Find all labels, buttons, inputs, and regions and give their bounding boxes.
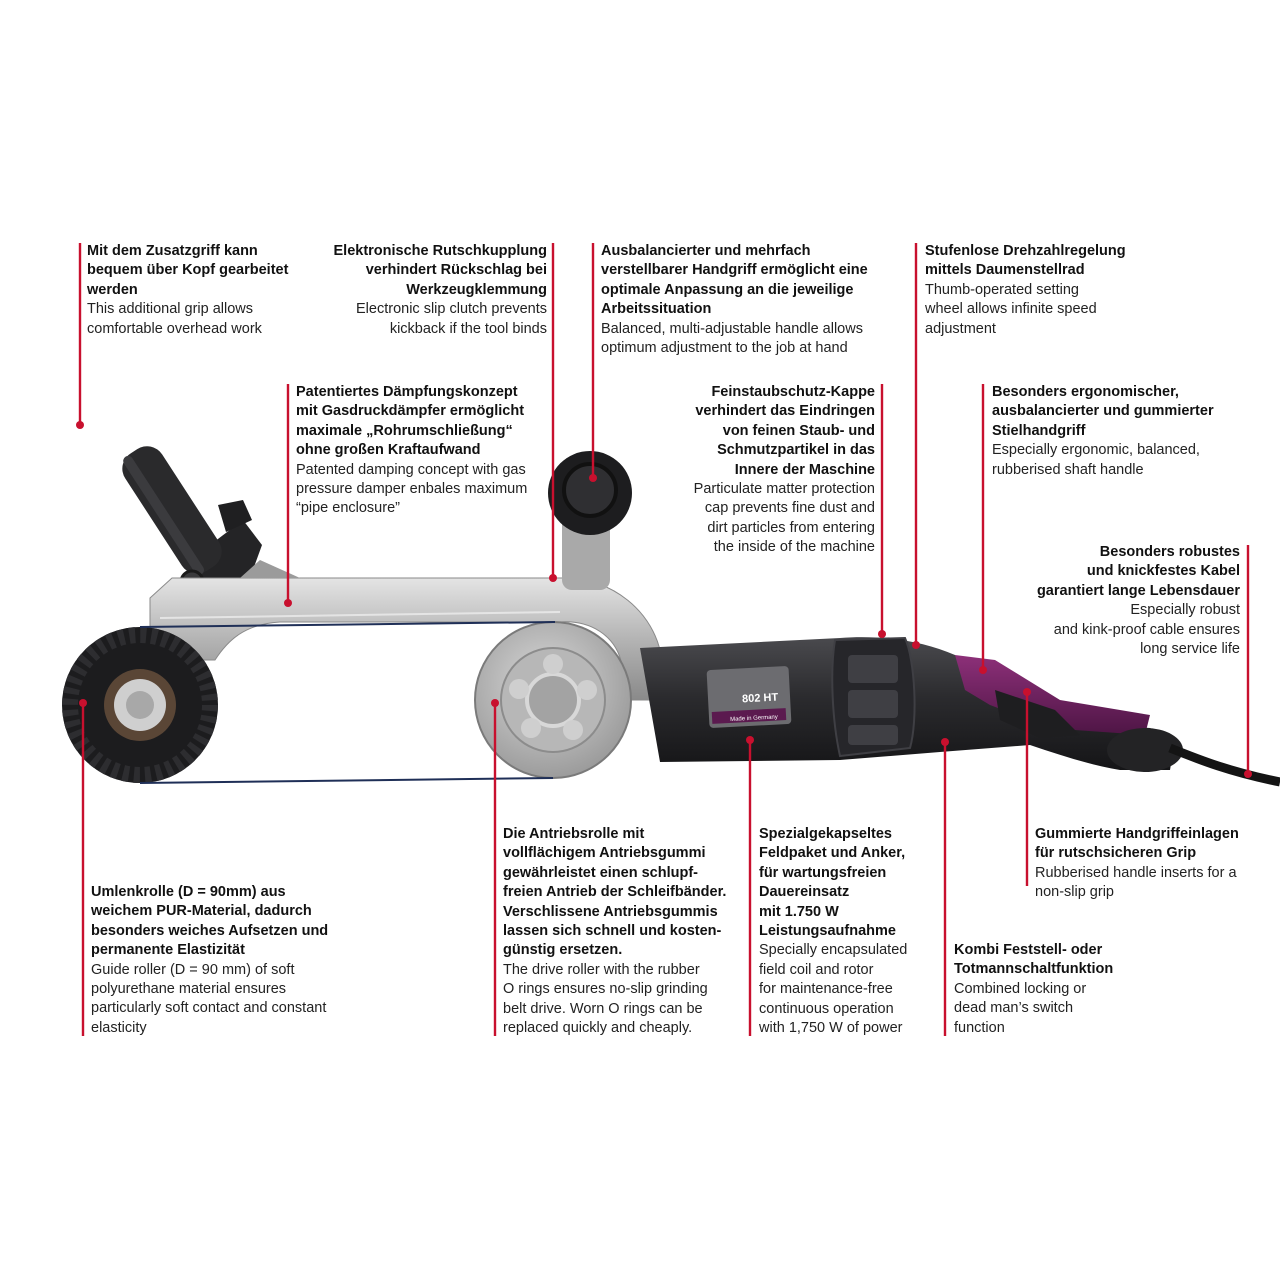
callout-de: Mit dem Zusatzgriff kann bequem über Kop… xyxy=(87,243,289,298)
callout-en: Thumb-operated setting wheel allows infi… xyxy=(925,281,1097,337)
callout-en: Particulate matter protection cap preven… xyxy=(693,481,875,556)
guide-roller xyxy=(62,627,218,783)
callout-en: The drive roller with the rubber O rings… xyxy=(503,961,708,1037)
drive-roller xyxy=(474,621,632,779)
callout-en: Guide roller (D = 90 mm) of soft polyure… xyxy=(91,961,327,1036)
callout-damping-concept: Patentiertes Dämpfungskonzept mit Gasdru… xyxy=(296,383,556,519)
callout-en: Balanced, multi-adjustable handle allows… xyxy=(601,320,863,357)
callout-field-coil: Spezialgekapseltes Feldpaket und Anker, … xyxy=(759,825,939,1038)
callout-de: Patentiertes Dämpfungskonzept mit Gasdru… xyxy=(296,384,525,459)
callout-de: Feinstaubschutz-Kappe verhindert das Ein… xyxy=(695,384,875,478)
callout-de: Stufenlose Drehzahlregelung mittels Daum… xyxy=(925,243,1126,279)
callout-adjustable-handle: Ausbalancierter und mehrfach verstellbar… xyxy=(601,242,901,358)
callout-additional-grip: Mit dem Zusatzgriff kann bequem über Kop… xyxy=(87,242,327,339)
callout-en: Electronic slip clutch prevents kickback… xyxy=(356,301,547,337)
callout-cable: Besonders robustes und knickfestes Kabel… xyxy=(1000,543,1240,659)
callout-switch-function: Kombi Feststell- oder Totmannschaltfunkt… xyxy=(954,941,1154,1038)
callout-handle-inserts: Gummierte Handgriffeinlagen für rutschsi… xyxy=(1035,825,1275,903)
callout-de: Gummierte Handgriffeinlagen für rutschsi… xyxy=(1035,826,1239,862)
callout-guide-roller: Umlenkrolle (D = 90mm) aus weichem PUR-M… xyxy=(91,883,381,1038)
callout-de: Ausbalancierter und mehrfach verstellbar… xyxy=(601,243,868,318)
callout-dust-cap: Feinstaubschutz-Kappe verhindert das Ein… xyxy=(660,383,875,558)
power-cable xyxy=(1168,743,1280,787)
callout-en: This additional grip allows comfortable … xyxy=(87,301,262,337)
leader-lines xyxy=(78,243,1250,1036)
callout-en: Combined locking or dead man’s switch fu… xyxy=(954,980,1087,1036)
callout-de: Elektronische Rutschkupplung verhindert … xyxy=(333,243,548,298)
name-plate: 802 HT Made in Germany xyxy=(706,666,792,728)
callout-de: Spezialgekapseltes Feldpaket und Anker, … xyxy=(759,826,906,940)
callout-en: Specially encapsulated field coil and ro… xyxy=(759,942,908,1037)
callout-drive-roller: Die Antriebsrolle mit vollflächigem Antr… xyxy=(503,825,748,1038)
callout-en: Patented damping concept with gas pressu… xyxy=(296,461,528,517)
callout-de: Umlenkrolle (D = 90mm) aus weichem PUR-M… xyxy=(91,884,329,959)
dust-extraction-port xyxy=(548,451,632,590)
auxiliary-grip xyxy=(122,446,262,595)
callout-shaft-handle: Besonders ergonomischer, ausbalancierter… xyxy=(992,383,1252,480)
leader-dots xyxy=(76,421,1252,778)
callout-de: Besonders robustes und knickfestes Kabel… xyxy=(1036,544,1240,599)
callout-de: Die Antriebsrolle mit vollflächigem Antr… xyxy=(503,826,727,959)
callout-slip-clutch: Elektronische Rutschkupplung verhindert … xyxy=(300,242,548,339)
callout-en: Rubberised handle inserts for a non-slip… xyxy=(1035,864,1237,901)
callout-en: Especially ergonomic, balanced, rubberis… xyxy=(992,442,1200,478)
grinding-belt xyxy=(139,621,556,784)
callout-speed-control: Stufenlose Drehzahlregelung mittels Daum… xyxy=(925,242,1175,339)
model-label: 802 HT xyxy=(742,691,779,705)
shaft-handle xyxy=(955,655,1183,772)
callout-en: Especially robust and kink-proof cable e… xyxy=(1053,602,1240,658)
plate-line: Made in Germany xyxy=(730,714,778,722)
callout-de: Besonders ergonomischer, ausbalancierter… xyxy=(992,384,1214,439)
callout-de: Kombi Feststell- oder Totmannschaltfunkt… xyxy=(954,942,1114,978)
belt-arm xyxy=(149,560,663,701)
